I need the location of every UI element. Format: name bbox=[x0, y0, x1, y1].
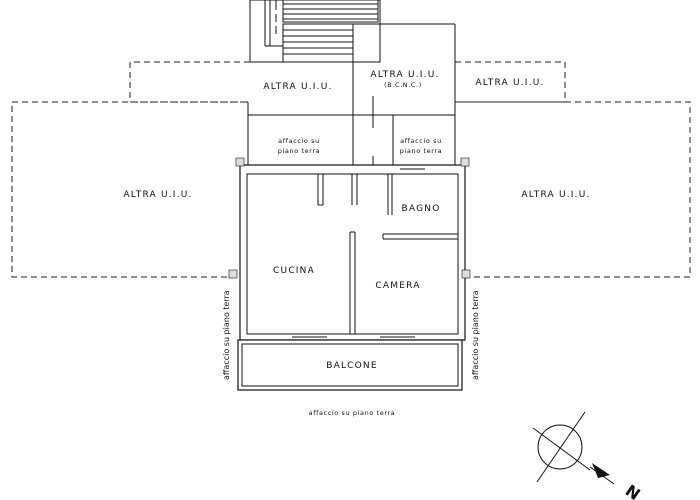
label-altra-top-right: ALTRA U.I.U. bbox=[475, 78, 544, 88]
upper-walls bbox=[247, 23, 456, 180]
label-affaccio-right: affaccio su bbox=[400, 137, 442, 145]
neighbor-outlines bbox=[11, 61, 691, 278]
note-side-right: affaccio su piano terra bbox=[471, 290, 480, 380]
label-altra-left: ALTRA U.I.U. bbox=[123, 190, 192, 200]
note-side-left: affaccio su piano terra bbox=[222, 290, 231, 380]
label-altra-top-left: ALTRA U.I.U. bbox=[263, 82, 332, 92]
label-cucina: CUCINA bbox=[273, 266, 315, 276]
compass-circle bbox=[537, 424, 583, 470]
label-camera: CAMERA bbox=[375, 281, 420, 291]
note-bottom: affaccio su piano terra bbox=[309, 409, 396, 417]
label-affaccio-right-sub: piano terra bbox=[400, 147, 442, 155]
apartment-walls bbox=[228, 157, 471, 341]
north-arrow-icon bbox=[592, 463, 610, 478]
label-bagno: BAGNO bbox=[402, 204, 441, 214]
label-affaccio-left-sub: piano terra bbox=[278, 147, 320, 155]
label-altra-center: ALTRA U.I.U. bbox=[370, 70, 439, 80]
label-balcone: BALCONE bbox=[326, 361, 378, 371]
north-letter: N bbox=[622, 481, 644, 500]
label-altra-right: ALTRA U.I.U. bbox=[521, 190, 590, 200]
label-affaccio-left: affaccio su bbox=[278, 137, 320, 145]
label-altra-center-sub: (B.C.N.C.) bbox=[384, 81, 422, 89]
balcony bbox=[237, 339, 463, 391]
compass: N bbox=[532, 411, 644, 500]
staircase bbox=[249, 0, 381, 63]
